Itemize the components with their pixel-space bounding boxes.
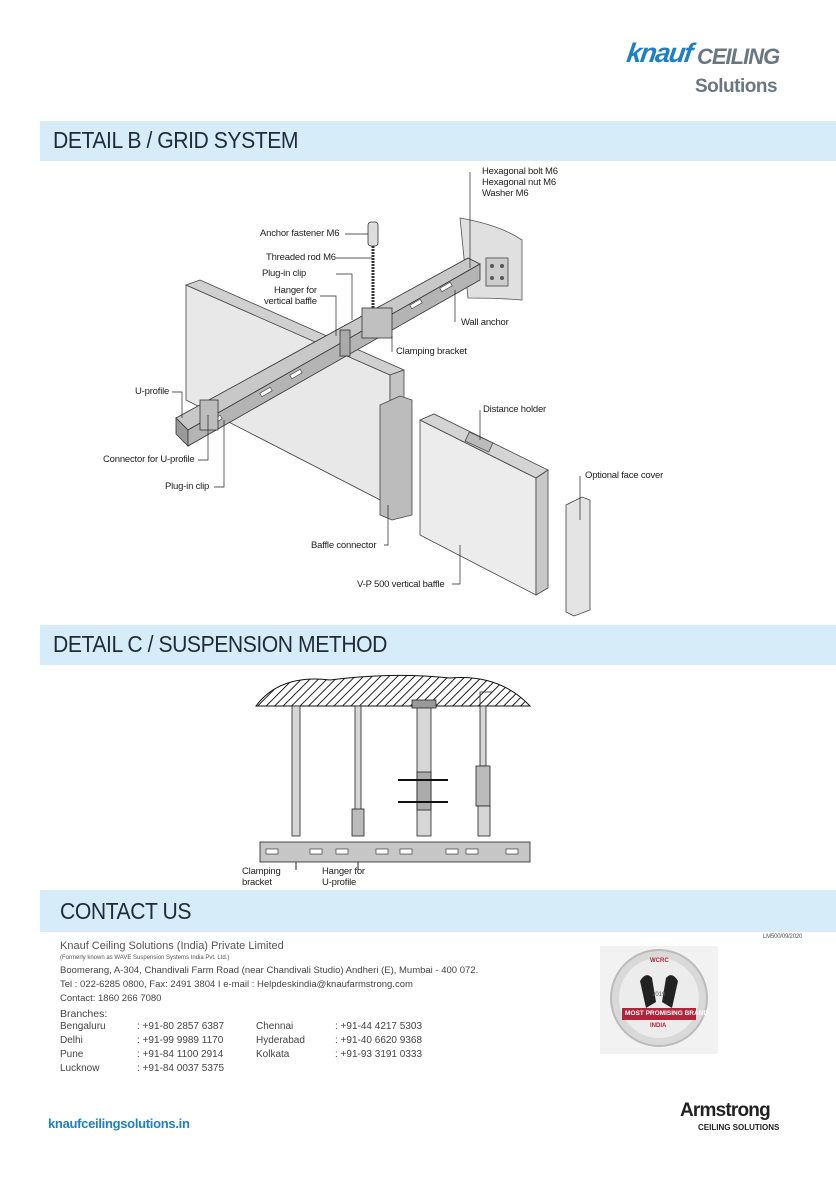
armstrong-logo: Armstrong CEILING SOLUTIONS <box>680 1100 800 1140</box>
branch-city: Lucknow <box>60 1063 100 1074</box>
brand-logo: knauf CEILING Solutions <box>625 36 795 102</box>
label-plug-in-clip-top: Plug-in clip <box>262 268 307 279</box>
label-c-hanger-line2: U-profile <box>322 877 357 888</box>
award-top: WCRC <box>650 958 669 964</box>
branch-city: Kolkata <box>256 1049 290 1060</box>
contact-number: Contact: 1860 266 7080 <box>60 993 162 1004</box>
label-vp500: V-P 500 vertical baffle <box>357 579 445 590</box>
tel-email[interactable]: Tel : 022-6285 0800, Fax: 2491 3804 I e-… <box>60 979 413 990</box>
optional-face-cover <box>565 496 591 617</box>
section-band-detail-b: DETAIL B / GRID SYSTEM <box>40 121 836 161</box>
label-c-clamping-line2: bracket <box>242 877 272 888</box>
label-optional-face-cover: Optional face cover <box>585 470 664 481</box>
award-year: 2019 <box>652 992 666 998</box>
anchor-fastener <box>367 221 379 247</box>
label-baffle-connector: Baffle connector <box>311 540 377 551</box>
label-distance-holder: Distance holder <box>483 404 547 415</box>
formerly-known: (Formerly known as WAVE Suspension Syste… <box>60 955 230 961</box>
section-band-detail-c: DETAIL C / SUSPENSION METHOD <box>40 625 836 665</box>
clamping-bracket <box>361 307 393 339</box>
address: Boomerang, A-304, Chandivali Farm Road (… <box>60 965 479 976</box>
label-c-hanger-line1: Hanger for <box>322 866 365 877</box>
logo-word-ceiling: CEILING <box>697 44 780 69</box>
label-threaded-rod: Threaded rod M6 <box>266 252 336 263</box>
award-title: MOST PROMISING BRAND <box>625 1010 709 1017</box>
branch-phone: : +91-84 1100 2914 <box>137 1049 224 1060</box>
company-name: Knauf Ceiling Solutions (India) Private … <box>60 940 284 952</box>
branch-city: Delhi <box>60 1035 83 1046</box>
armstrong-wordmark: Armstrong <box>680 1100 771 1121</box>
branch-phone: : +91-44 4217 5303 <box>335 1021 423 1032</box>
label-clamping-bracket: Clamping bracket <box>396 346 467 357</box>
label-u-profile: U-profile <box>135 386 170 397</box>
branches-title: Branches: <box>60 1008 108 1020</box>
branch-city: Hyderabad <box>256 1035 305 1046</box>
award-sub: INDIA <box>650 1023 667 1029</box>
label-anchor-fastener: Anchor fastener M6 <box>260 228 340 239</box>
suspension-method-illustration <box>254 674 532 870</box>
branch-phone: : +91-80 2857 6387 <box>137 1021 225 1032</box>
label-hanger-line2: vertical baffle <box>264 296 317 307</box>
label-connector-u-profile: Connector for U-profile <box>103 454 195 465</box>
branch-phone: : +91-99 9989 1170 <box>137 1035 224 1046</box>
hanger-vertical-baffle <box>339 329 351 357</box>
doc-code: LM500/09/2020 <box>763 934 803 940</box>
label-hex-bolt: Hexagonal bolt M6 <box>482 166 558 177</box>
u-profile-rail-side <box>259 841 531 863</box>
logo-word-solutions: Solutions <box>695 76 778 97</box>
section-title-contact: CONTACT US <box>60 898 191 924</box>
branch-phone: : +91-93 3191 0333 <box>335 1049 423 1060</box>
armstrong-tagline: CEILING SOLUTIONS <box>698 1123 780 1132</box>
label-hanger-line1: Hanger for <box>274 285 317 296</box>
branch-city: Chennai <box>256 1021 294 1032</box>
baffle-connector <box>379 395 413 521</box>
award-badge: WCRC MOST PROMISING BRAND INDIA 2019 <box>600 946 718 1054</box>
wall-anchor-plate <box>485 257 509 287</box>
label-c-clamping-line1: Clamping <box>242 866 281 877</box>
branch-phone: : +91-84 0037 5375 <box>137 1063 225 1074</box>
website-link[interactable]: knaufceilingsolutions.in <box>48 1116 190 1131</box>
label-hex-nut: Hexagonal nut M6 <box>482 177 556 188</box>
branch-city: Pune <box>60 1049 84 1060</box>
label-plug-in-clip-bottom: Plug-in clip <box>165 481 210 492</box>
grid-system-illustration <box>172 172 591 617</box>
section-title-detail-c: DETAIL C / SUSPENSION METHOD <box>53 631 387 657</box>
award-emblem <box>610 949 708 1047</box>
branch-phone: : +91-40 6620 9368 <box>335 1035 423 1046</box>
label-wall-anchor: Wall anchor <box>461 317 509 328</box>
concrete-slab <box>254 674 532 707</box>
connector-u-profile <box>199 399 219 431</box>
section-title-detail-b: DETAIL B / GRID SYSTEM <box>53 127 299 153</box>
branch-city: Bengaluru <box>60 1021 106 1032</box>
label-washer: Washer M6 <box>482 188 529 199</box>
hangers <box>291 691 492 837</box>
section-band-contact: CONTACT US <box>40 890 836 932</box>
distance-holder <box>464 431 494 453</box>
